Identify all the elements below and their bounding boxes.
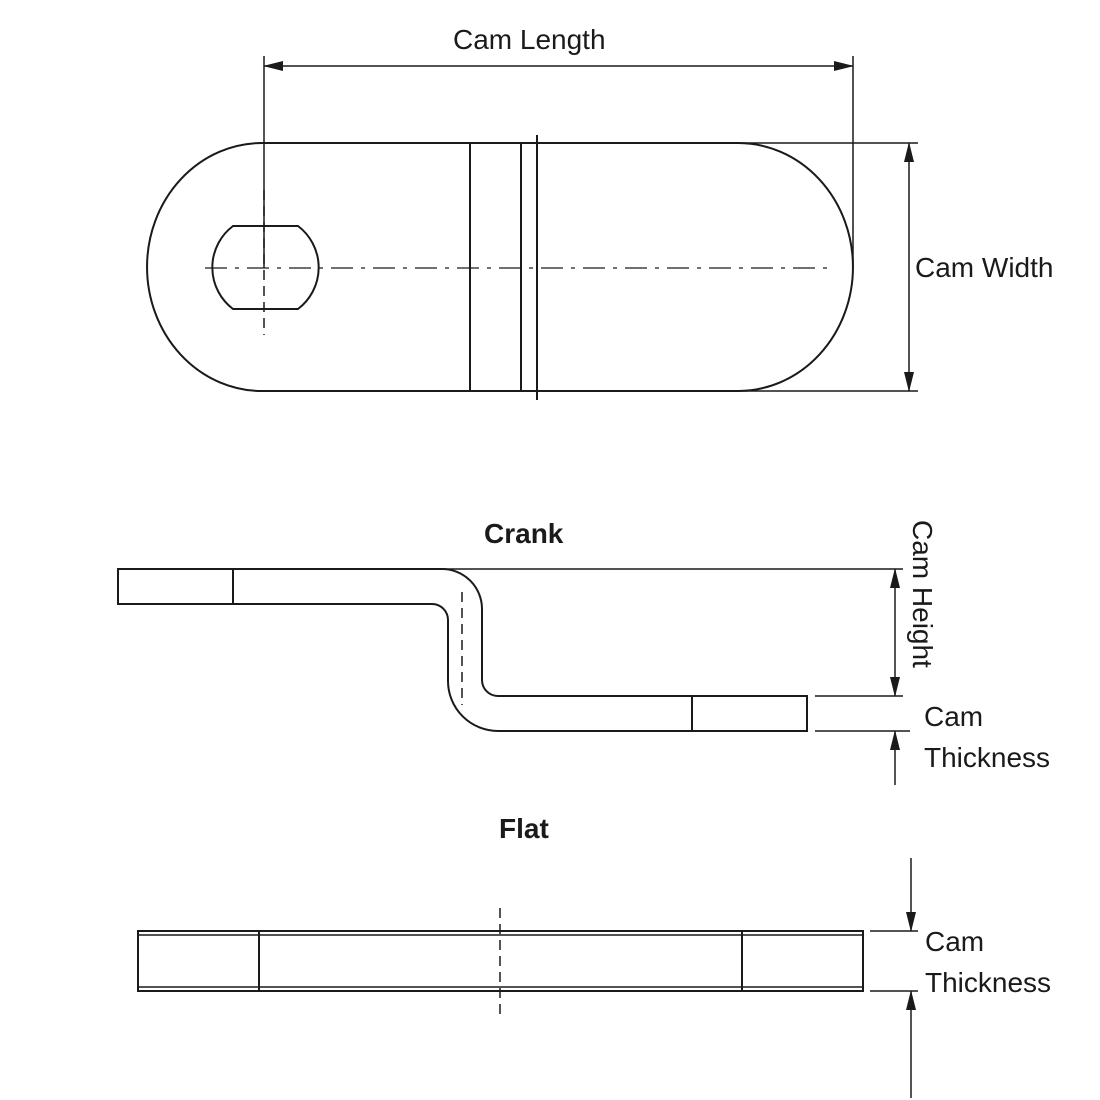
top-view-outline xyxy=(146,142,854,392)
flat-title: Flat xyxy=(499,813,549,844)
crank-cam-thickness-label-line1: Cam xyxy=(924,701,984,732)
crank-view xyxy=(117,568,910,785)
crank-title: Crank xyxy=(484,518,564,549)
crank-outline xyxy=(117,568,808,732)
cam-width-label: Cam Width xyxy=(915,252,1054,283)
flat-view xyxy=(137,858,918,1098)
cam-height-label: Cam Height xyxy=(907,520,938,668)
top-view xyxy=(146,56,918,400)
flat-cam-thickness-label-line1: Cam xyxy=(925,926,985,957)
flat-cam-thickness-label-line2: Thickness xyxy=(925,967,1052,998)
mounting-hole xyxy=(211,225,320,310)
crank-cam-thickness-label-line2: Thickness xyxy=(924,742,1051,773)
cam-length-label: Cam Length xyxy=(453,24,606,55)
